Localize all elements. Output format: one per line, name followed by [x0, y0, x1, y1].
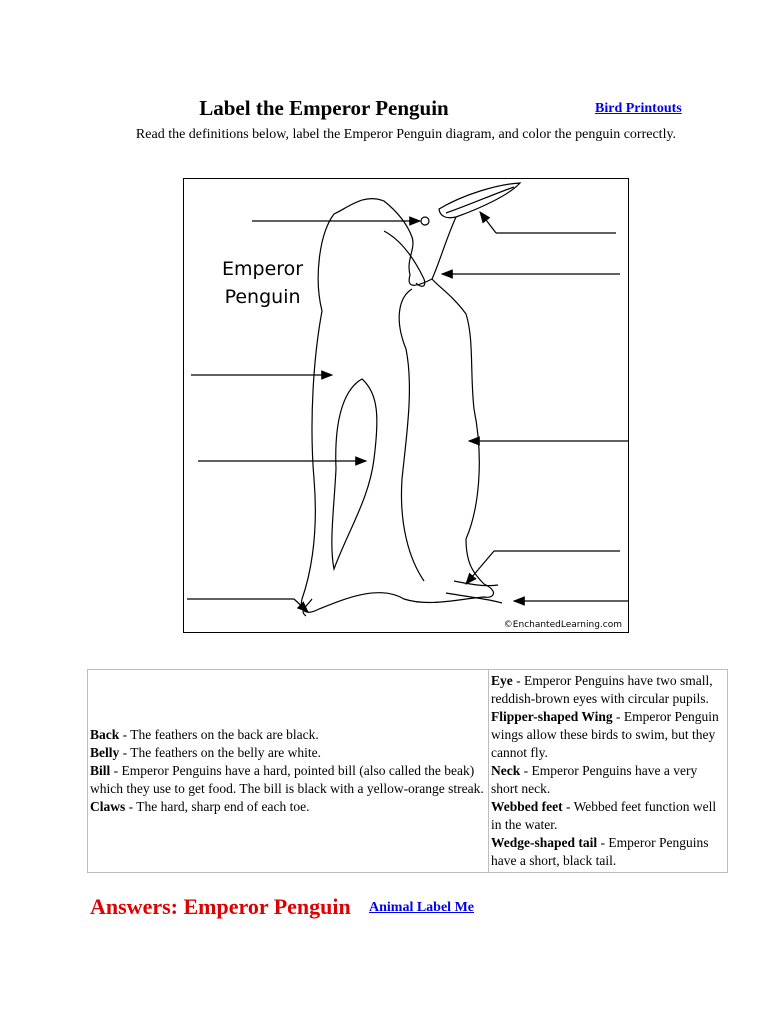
bird-printouts-link[interactable]: Bird Printouts [595, 101, 682, 117]
penguin-drawing [184, 179, 628, 632]
definitions-left-column: Back - The feathers on the back are blac… [88, 670, 489, 873]
instructions-text: Read the definitions below, label the Em… [0, 127, 768, 143]
definitions-table: Back - The feathers on the back are blac… [87, 669, 728, 873]
animal-label-me-link[interactable]: Animal Label Me [369, 900, 474, 916]
copyright-text: ©EnchantedLearning.com [504, 620, 622, 630]
definition-tail: Wedge-shaped tail - Emperor Penguins hav… [491, 834, 725, 870]
definition-back: Back - The feathers on the back are blac… [90, 726, 486, 744]
definition-claws: Claws - The hard, sharp end of each toe. [90, 798, 486, 816]
definition-belly: Belly - The feathers on the belly are wh… [90, 744, 486, 762]
definition-bill: Bill - Emperor Penguins have a hard, poi… [90, 762, 486, 798]
definition-wing: Flipper-shaped Wing - Emperor Penguin wi… [491, 708, 725, 762]
definitions-right-column: Eye - Emperor Penguins have two small, r… [489, 670, 728, 873]
diagram-title: Emperor Penguin [222, 255, 303, 311]
penguin-diagram: Emperor Penguin ©EnchantedLearning.com [183, 178, 629, 633]
definition-neck: Neck - Emperor Penguins have a very shor… [491, 762, 725, 798]
definition-webbed-feet: Webbed feet - Webbed feet function well … [491, 798, 725, 834]
definition-eye: Eye - Emperor Penguins have two small, r… [491, 672, 725, 708]
answers-heading[interactable]: Answers: Emperor Penguin [90, 894, 351, 920]
